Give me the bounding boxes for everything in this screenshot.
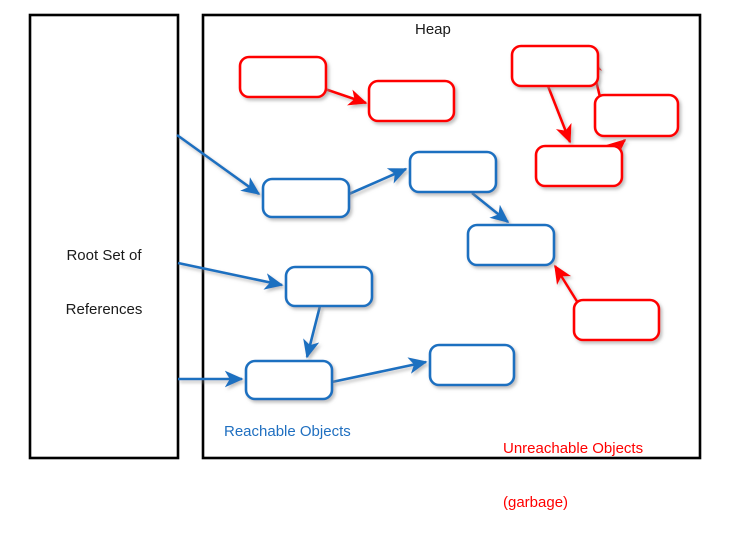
diagram-svg — [28, 13, 702, 460]
object-node-r6[interactable] — [572, 298, 661, 342]
root-set-title-line1: Root Set of — [66, 247, 142, 264]
object-node-b5[interactable] — [244, 359, 334, 401]
reachable-edges — [176, 133, 510, 388]
edge-r3-to-r5 — [546, 85, 572, 144]
unreachable-nodes — [238, 44, 680, 342]
object-node-r5[interactable] — [534, 144, 624, 188]
unreachable-legend-line2: (garbage) — [503, 494, 569, 511]
object-node-b4[interactable] — [284, 265, 374, 308]
object-node-b1[interactable] — [261, 177, 351, 219]
object-node-b6[interactable] — [428, 343, 516, 387]
root-set-panel — [28, 13, 180, 460]
edge-b5-to-b6 — [331, 357, 428, 384]
object-node-b2[interactable] — [408, 150, 498, 194]
root-set-title: Root Set of References — [30, 211, 178, 355]
edge-rootset-to-b4 — [177, 261, 284, 290]
edge-b1-to-b2 — [348, 167, 408, 196]
object-node-r4[interactable] — [593, 93, 680, 138]
diagram-canvas: Heap Root Set of References Reachable Ob… — [28, 13, 702, 511]
edge-b2-to-b3 — [471, 191, 510, 224]
reachable-objects-legend: Reachable Objects — [224, 423, 351, 440]
object-node-b3[interactable] — [466, 223, 556, 267]
edge-rootset-to-b1 — [176, 133, 261, 196]
unreachable-legend-line1: Unreachable Objects — [503, 440, 644, 457]
edge-r1-to-r2 — [321, 86, 368, 106]
object-node-r1[interactable] — [238, 55, 328, 99]
root-set-title-line2: References — [65, 301, 143, 318]
object-node-r3[interactable] — [510, 44, 600, 88]
edge-r6-to-b3 — [553, 264, 580, 304]
unreachable-objects-legend: Unreachable Objects (garbage) — [503, 404, 643, 548]
object-node-r2[interactable] — [367, 79, 456, 123]
heap-title: Heap — [415, 21, 451, 38]
edge-b4-to-b5 — [303, 305, 322, 359]
reachable-nodes — [244, 150, 556, 401]
